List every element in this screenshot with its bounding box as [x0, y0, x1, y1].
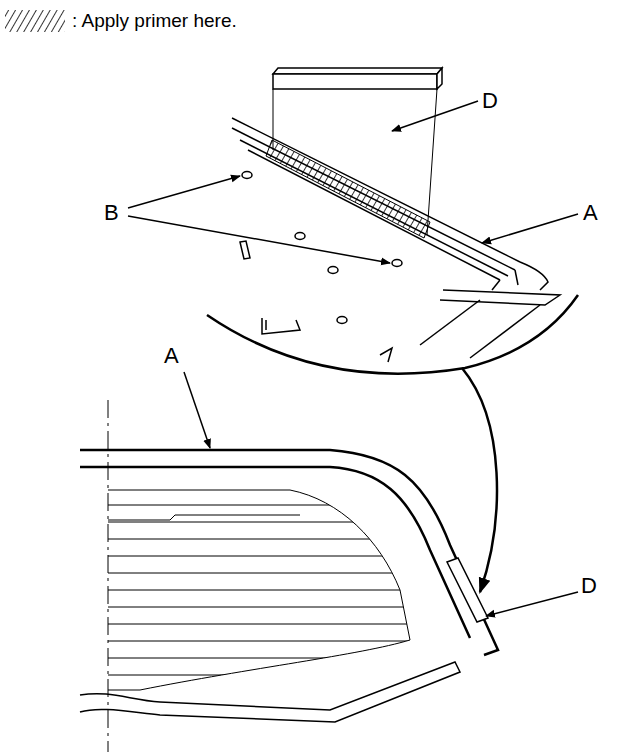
- window-view: [80, 372, 578, 752]
- part-label: A: [164, 345, 179, 367]
- part-label: B: [104, 202, 119, 224]
- part-label: D: [482, 90, 498, 112]
- part-label: A: [583, 202, 598, 224]
- part-label: D: [581, 575, 597, 597]
- legend-text: : Apply primer here.: [72, 11, 237, 30]
- hatch-swatch: [5, 10, 65, 32]
- view-arrow: [462, 368, 497, 592]
- detail-view: [128, 68, 578, 374]
